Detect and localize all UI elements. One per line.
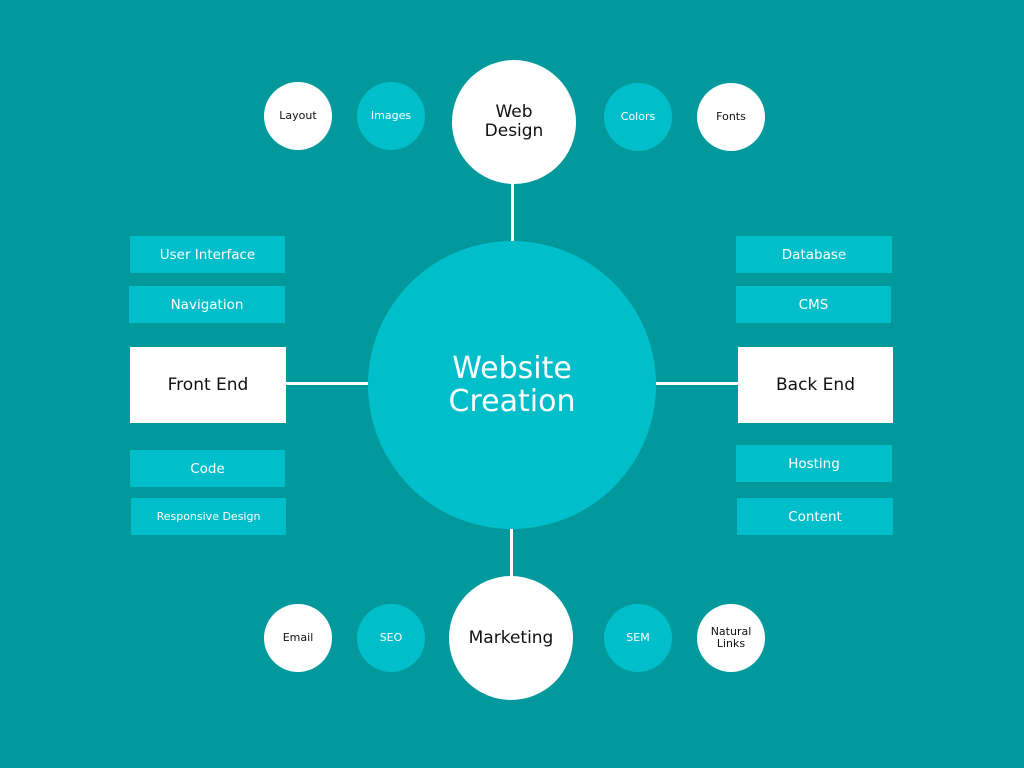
layout-node: Layout — [264, 82, 332, 150]
database-label: Database — [781, 246, 847, 263]
email-node: Email — [264, 604, 332, 672]
sem-node-label: SEM — [626, 631, 650, 644]
center-node: Website Creation — [368, 241, 656, 529]
seo-node: SEO — [357, 604, 425, 672]
layout-node-label: Layout — [279, 109, 317, 122]
content-box: Content — [737, 498, 893, 535]
front-end-hub: Front End — [130, 347, 286, 423]
database-box: Database — [736, 236, 892, 273]
hosting-label: Hosting — [788, 455, 840, 472]
responsive-design-label: Responsive Design — [156, 510, 261, 523]
user-interface-box: User Interface — [130, 236, 285, 273]
images-node-label: Images — [370, 109, 412, 122]
navigation-label: Navigation — [170, 296, 244, 313]
back-end-hub: Back End — [738, 347, 893, 423]
marketing-hub-label: Marketing — [468, 627, 554, 648]
connector-bottom — [510, 527, 513, 579]
cms-label: CMS — [798, 296, 829, 313]
colors-node-label: Colors — [620, 110, 656, 123]
web-design-hub-label: Web Design — [484, 102, 544, 141]
cms-box: CMS — [736, 286, 891, 323]
sem-node: SEM — [604, 604, 672, 672]
navigation-box: Navigation — [129, 286, 285, 323]
responsive-design-box: Responsive Design — [131, 498, 286, 535]
marketing-hub: Marketing — [449, 576, 573, 700]
back-end-hub-label: Back End — [776, 375, 855, 395]
connector-left — [285, 382, 369, 385]
content-label: Content — [788, 508, 842, 525]
email-node-label: Email — [282, 631, 314, 644]
center-node-label: Website Creation — [448, 351, 576, 419]
seo-node-label: SEO — [379, 631, 403, 644]
code-label: Code — [190, 460, 225, 477]
colors-node: Colors — [604, 83, 672, 151]
fonts-node: Fonts — [697, 83, 765, 151]
connector-top — [511, 183, 514, 243]
hosting-box: Hosting — [736, 445, 892, 482]
natural-links-node: Natural Links — [697, 604, 765, 672]
web-design-hub: Web Design — [452, 60, 576, 184]
fonts-node-label: Fonts — [716, 110, 746, 123]
connector-right — [655, 382, 739, 385]
natural-links-node-label: Natural Links — [710, 625, 752, 650]
front-end-hub-label: Front End — [167, 375, 249, 395]
images-node: Images — [357, 82, 425, 150]
user-interface-label: User Interface — [159, 246, 256, 263]
code-box: Code — [130, 450, 285, 487]
